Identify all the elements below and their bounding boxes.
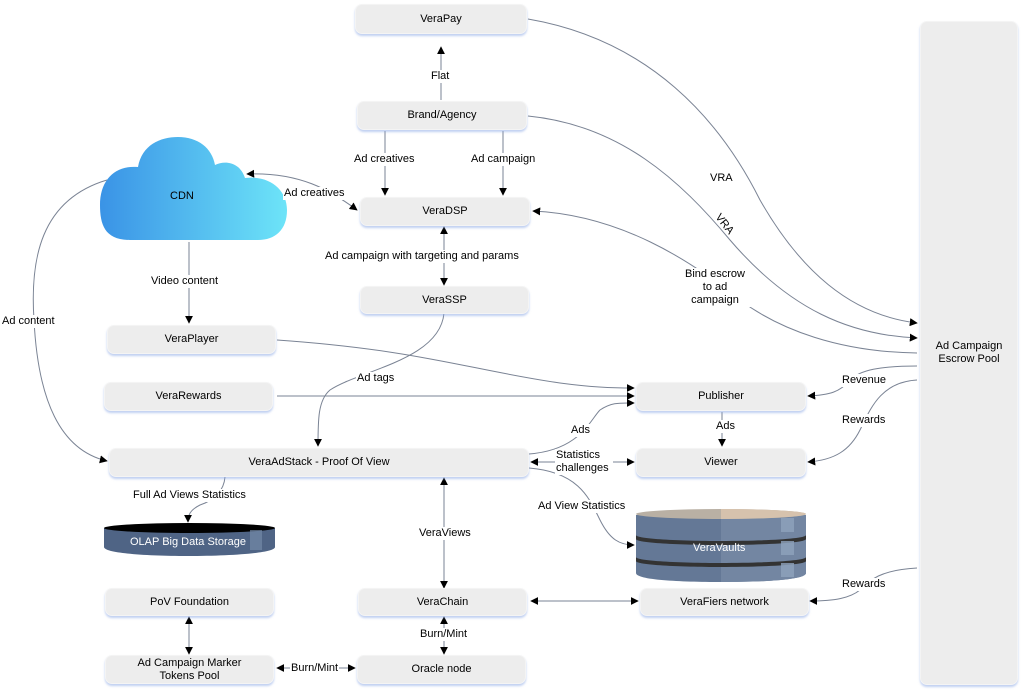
edge-label-ad-view-statistics: Ad View Statistics	[537, 500, 627, 513]
node-verachain[interactable]: VeraChain	[358, 588, 527, 616]
edge-label-ad-creatives-cdn: Ad creatives	[283, 187, 346, 200]
edge-label-flat: Flat	[430, 70, 451, 83]
edge-player-publisher	[276, 339, 635, 392]
node-viewer[interactable]: Viewer	[636, 448, 806, 477]
edge-ad-creatives-cdn	[246, 169, 358, 211]
edge-label-rewards-viewer: Rewards	[841, 414, 887, 427]
edge-label-ads-publisher-viewer: Ads	[715, 420, 736, 433]
edge-label-veraviews: VeraViews	[418, 527, 472, 540]
node-cdn-label: CDN	[170, 190, 194, 202]
edge-label-ad-campaign-targeting: Ad campaign with targeting and params	[324, 250, 520, 263]
node-verassp[interactable]: VeraSSP	[360, 286, 529, 314]
node-veradsp[interactable]: VeraDSP	[360, 197, 530, 226]
node-veraadstack[interactable]: VeraAdStack - Proof Of View	[109, 448, 529, 477]
node-verafiers[interactable]: VeraFiers network	[640, 588, 809, 616]
node-olap-label: OLAP Big Data Storage	[130, 536, 246, 548]
edge-label-burn-mint-horizontal: Burn/Mint	[290, 662, 340, 675]
node-verachain-label: VeraChain	[416, 595, 469, 608]
edge-label-ad-tags: Ad tags	[356, 372, 396, 385]
edge-label-ad-creatives-brand: Ad creatives	[353, 153, 416, 166]
edge-ad-view-statistics	[528, 467, 635, 549]
cdn-cloud-icon	[100, 137, 287, 240]
olap-storage-cylinder	[104, 523, 275, 556]
node-publisher-label: Publisher	[698, 390, 744, 402]
node-oracle[interactable]: Oracle node	[357, 655, 526, 684]
node-brand-agency-label: Brand/Agency	[407, 109, 477, 121]
node-escrow-pool[interactable]: Ad Campaign Escrow Pool	[920, 21, 1018, 685]
edge-ads-adstack-publisher	[528, 398, 635, 455]
node-verapay[interactable]: VeraPay	[355, 4, 527, 34]
edge-label-burn-mint-vertical: Burn/Mint	[419, 628, 469, 641]
edge-rewards-viewer	[807, 379, 918, 466]
node-verarewards-label: VeraRewards	[155, 390, 222, 402]
edge-label-bind-escrow: Bind escrow to ad campaign	[678, 268, 752, 307]
edge-label-vra-1: VRA	[709, 172, 734, 185]
node-publisher[interactable]: Publisher	[636, 382, 806, 411]
node-veradsp-label: VeraDSP	[422, 205, 468, 217]
node-verassp-label: VeraSSP	[422, 293, 467, 306]
edge-label-ad-content: Ad content	[1, 315, 56, 328]
node-marker-pool-label: Ad Campaign Marker Tokens Pool	[137, 656, 242, 682]
node-veraplayer[interactable]: VeraPlayer	[107, 325, 276, 354]
edge-vra-1	[527, 18, 918, 327]
edge-label-rewards-verafiers: Rewards	[841, 578, 887, 591]
node-pov-foundation[interactable]: PoV Foundation	[105, 588, 274, 616]
edge-label-video-content: Video content	[150, 275, 220, 288]
edge-ad-tags	[314, 312, 445, 447]
node-oracle-label: Oracle node	[411, 663, 472, 675]
node-veravaults-label: VeraVaults	[693, 542, 746, 554]
edge-full-ad-views-statistics	[184, 476, 226, 523]
node-escrow-pool-label: Ad Campaign Escrow Pool	[935, 340, 1003, 365]
edge-label-revenue: Revenue	[841, 374, 888, 387]
edge-label-full-ad-views-statistics: Full Ad Views Statistics	[132, 489, 247, 502]
node-marker-pool[interactable]: Ad Campaign Marker Tokens Pool	[105, 655, 274, 684]
node-verafiers-label: VeraFiers network	[680, 595, 769, 608]
node-veraplayer-label: VeraPlayer	[164, 333, 219, 345]
node-brand-agency[interactable]: Brand/Agency	[357, 101, 527, 130]
edge-vra-2	[527, 115, 918, 342]
node-pov-foundation-label: PoV Foundation	[150, 595, 229, 608]
edge-label-ads-adstack-publisher: Ads	[570, 424, 591, 437]
edge-label-ad-campaign-brand: Ad campaign	[470, 153, 537, 166]
veravaults-cylinder	[636, 509, 806, 582]
edge-label-statistics-challenges: Statistics challenges	[555, 449, 613, 475]
node-viewer-label: Viewer	[704, 456, 738, 468]
node-verapay-label: VeraPay	[420, 12, 462, 25]
node-verarewards[interactable]: VeraRewards	[104, 382, 273, 411]
node-veraadstack-label: VeraAdStack - Proof Of View	[248, 456, 390, 468]
